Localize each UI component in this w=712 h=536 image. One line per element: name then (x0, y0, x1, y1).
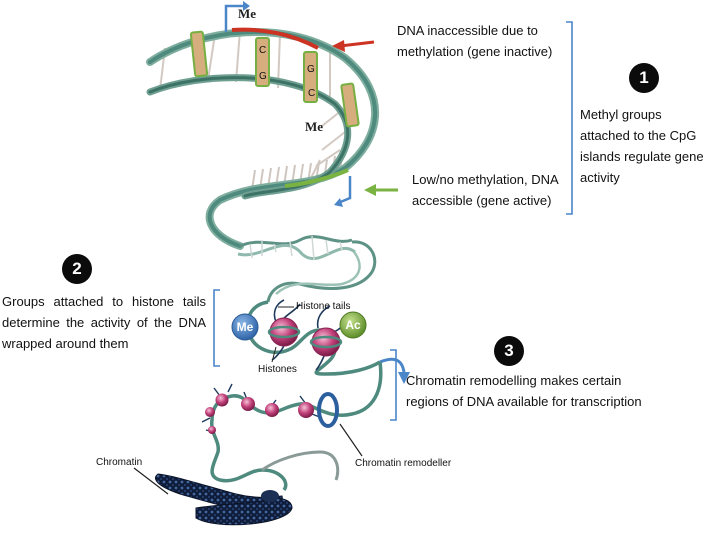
tss-arrow-mid (337, 176, 352, 205)
annotation-step-2: Groups attached to histone tails determi… (2, 294, 206, 351)
label-chromatin-remodeller: Chromatin remodeller (355, 458, 452, 469)
label-histones: Histones (258, 364, 297, 375)
step-number-3: 3 (494, 336, 524, 366)
me-label-mid: Me (305, 119, 324, 134)
ac-histone-label: Ac (345, 318, 361, 332)
base-g-1: G (259, 71, 267, 82)
bracket-3 (390, 349, 397, 421)
methylated-segment (231, 27, 319, 50)
base-c-1: C (259, 45, 267, 56)
dna-helix (146, 27, 380, 250)
base-g-2: G (307, 64, 315, 75)
label-chromatin: Chromatin (96, 457, 143, 468)
me-label-top: Me (238, 6, 257, 21)
bracket-2 (213, 289, 220, 367)
annotation-inaccessible: DNA inaccessible due to methylation (gen… (397, 23, 553, 59)
tss-arrow-top (224, 4, 246, 32)
me-group-circle (231, 313, 259, 341)
annotation-accessible: Low/no methylation, DNA accessible (gene… (412, 172, 558, 208)
chromatin-fibre (201, 361, 383, 492)
bracket-1 (566, 21, 573, 215)
step-number-2: 2 (62, 254, 92, 284)
me-histone-label: Me (236, 320, 254, 334)
base-c-2: C (308, 88, 316, 99)
red-arrow (339, 40, 375, 48)
ac-group-circle (339, 311, 367, 339)
step-number-1: 1 (629, 63, 659, 93)
label-histone-tails: Histone tails (296, 301, 351, 312)
remodel-arrow (379, 357, 406, 373)
annotation-step-3: Chromatin remodelling makes certain regi… (406, 373, 642, 409)
chromosome (133, 467, 293, 526)
active-segment (284, 168, 349, 188)
remodeller-ring (317, 392, 339, 428)
methyl-bars (189, 30, 360, 128)
annotation-step-1: Methyl groups attached to the CpG island… (580, 107, 704, 185)
coiled-dna (237, 235, 377, 303)
histone-section (231, 299, 381, 376)
